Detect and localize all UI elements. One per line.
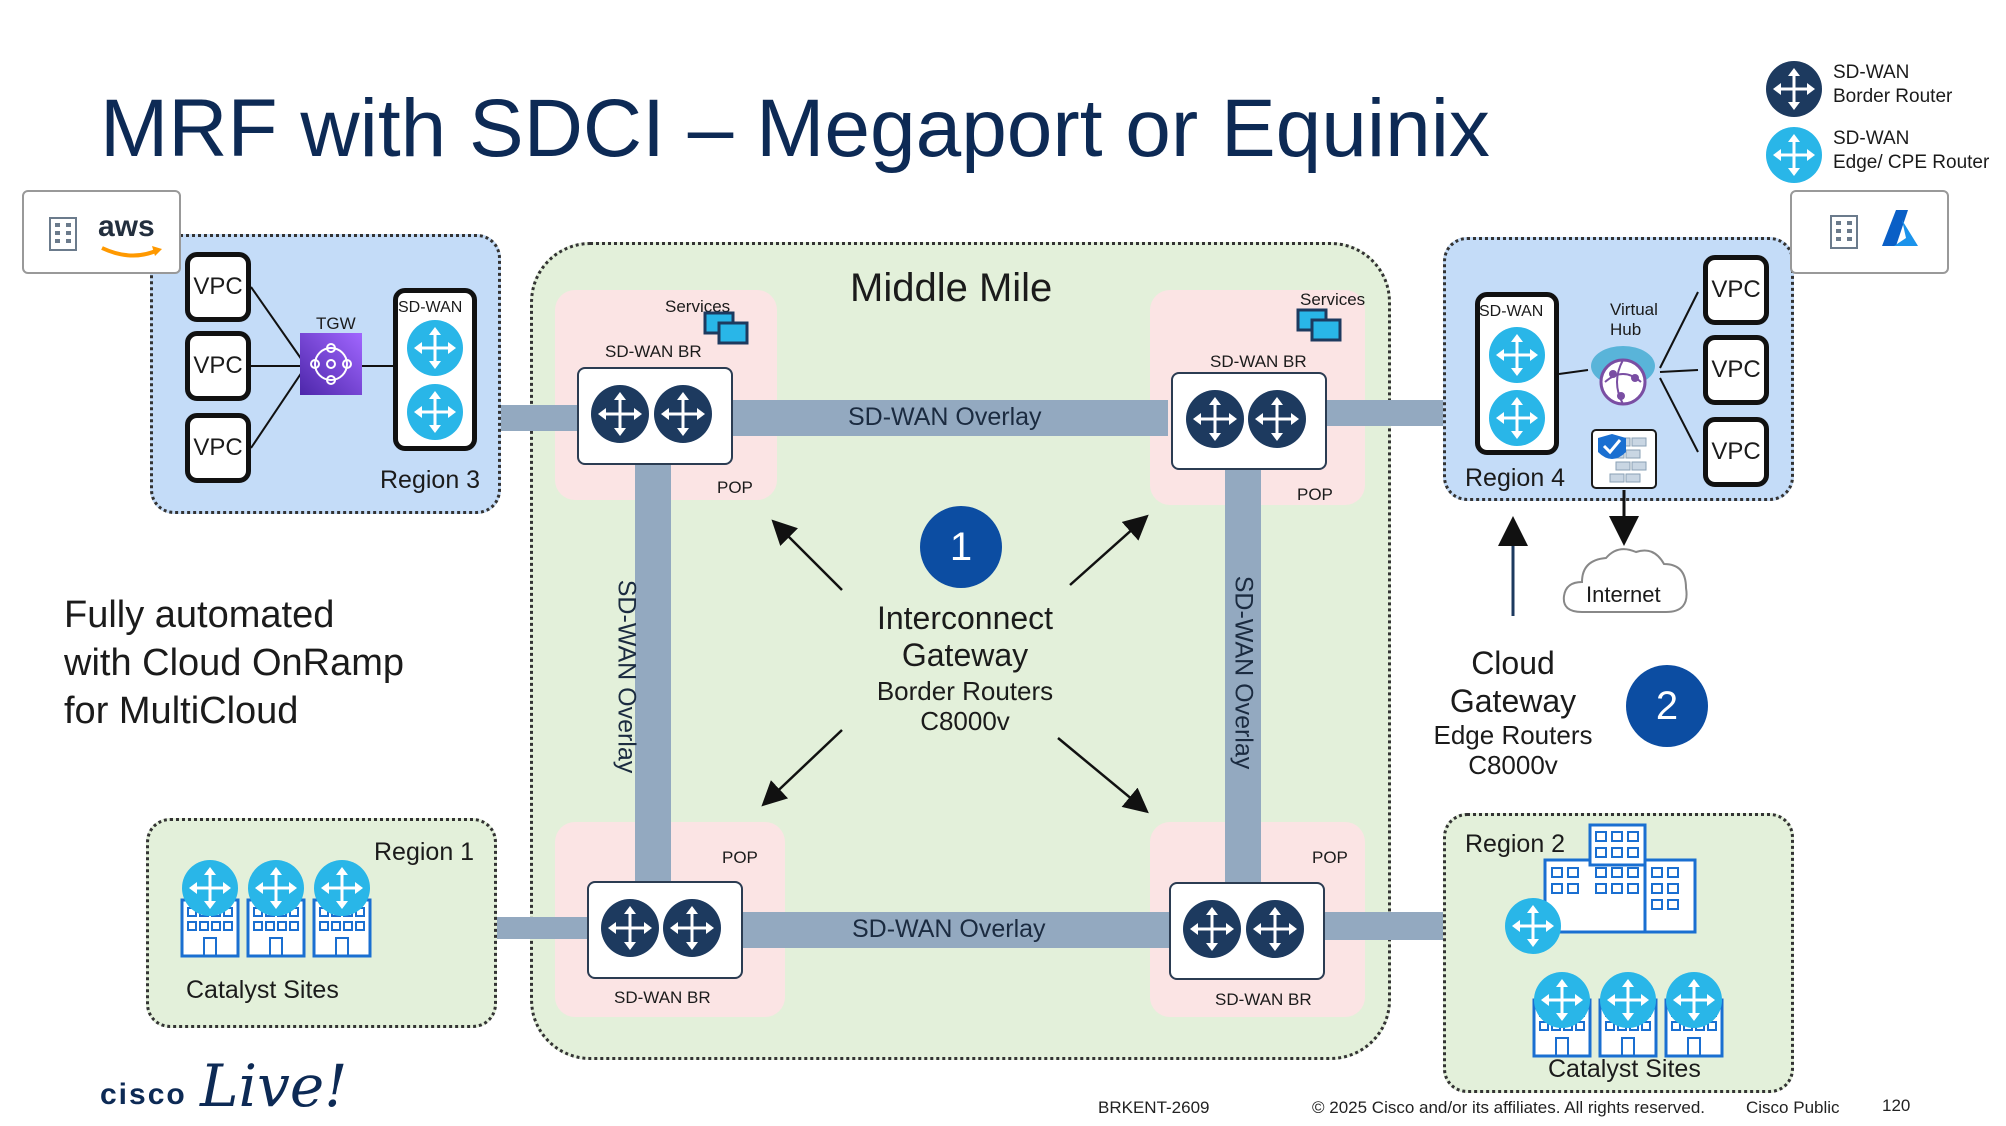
legend-edge-l2: Edge/ CPE Router — [1833, 152, 1990, 173]
br-label-br: SD-WAN BR — [1215, 990, 1312, 1009]
hub-l2: Hub — [1610, 320, 1642, 339]
building-icon — [49, 217, 77, 251]
building-icon — [1830, 215, 1858, 249]
sdwan-label-r4: SD-WAN — [1479, 303, 1544, 320]
classification: Cisco Public — [1746, 1098, 1840, 1117]
overlay-pipe-left — [635, 460, 671, 890]
region2-label: Region 2 — [1465, 830, 1566, 858]
services-icon-tr — [1296, 308, 1342, 342]
cloud-gw-l1: Cloud — [1471, 645, 1555, 681]
automation-l1: Fully automated — [64, 594, 335, 636]
vpc-r4-1[interactable]: VPC — [1703, 255, 1769, 325]
overlay-pipe-right — [1225, 465, 1261, 890]
cloud-gw-l2: Gateway — [1449, 683, 1577, 719]
region4-label: Region 4 — [1465, 464, 1566, 492]
pop-label-tl: POP — [717, 478, 753, 497]
tgw-label: TGW — [316, 314, 356, 333]
page-title: MRF with SDCI – Megaport or Equinix — [100, 83, 1490, 174]
azure-logo-icon — [1882, 210, 1918, 246]
legend: SD-WAN Border Router SD-WAN Edge/ CPE Ro… — [1765, 60, 2005, 185]
vpc-r3-2[interactable]: VPC — [185, 331, 251, 401]
gateway-l2: Gateway — [901, 637, 1029, 673]
copyright: © 2025 Cisco and/or its affiliates. All … — [1312, 1098, 1706, 1117]
vpc-r3-1[interactable]: VPC — [185, 252, 251, 322]
pop-label-tr: POP — [1297, 485, 1333, 504]
region2-sites-label: Catalyst Sites — [1548, 1055, 1701, 1083]
automation-l2: with Cloud OnRamp — [64, 642, 405, 684]
gateway-l3: Border Routers — [876, 676, 1054, 706]
overlay-pipe-top — [728, 400, 1168, 436]
sdwan-label-r3: SD-WAN — [398, 299, 463, 316]
vpc-r4-3[interactable]: VPC — [1703, 417, 1769, 487]
legend-border-l2: Border Router — [1833, 86, 1953, 107]
firewall-icon[interactable] — [1590, 428, 1658, 490]
services-label-tr: Services — [1300, 290, 1366, 309]
border-router-icon — [1766, 61, 1822, 117]
badge-1: 1 — [920, 506, 1002, 588]
region1-label: Region 1 — [374, 838, 475, 866]
gateway-l1: Interconnect — [876, 600, 1054, 636]
middle-mile-title: Middle Mile — [850, 266, 1053, 310]
azure-logo-card — [1790, 190, 1949, 274]
cloud-gw-l3: Edge Routers — [1433, 720, 1593, 750]
session-code: BRKENT-2609 — [1098, 1098, 1210, 1117]
internet-cloud-icon[interactable] — [1560, 542, 1692, 624]
vpc-r3-3[interactable]: VPC — [185, 413, 251, 483]
campus-building-icon — [1543, 823, 1697, 934]
region3-label: Region 3 — [380, 466, 481, 494]
vpc-r4-2[interactable]: VPC — [1703, 335, 1769, 405]
legend-border-l1: SD-WAN — [1833, 62, 1910, 83]
aws-logo: aws — [98, 210, 155, 243]
cisco-brand: cisco — [100, 1078, 187, 1111]
cloud-gw-l4: C8000v — [1468, 750, 1558, 780]
overlay-bottom-label: SD-WAN Overlay — [852, 915, 1046, 943]
aws-logo-card: aws — [22, 190, 181, 274]
services-label-tl: Services — [665, 297, 731, 316]
badge-2: 2 — [1626, 665, 1708, 747]
gateway-l4: C8000v — [920, 706, 1010, 736]
edge-router-icon — [1766, 127, 1822, 183]
region1-sites-label: Catalyst Sites — [186, 976, 339, 1004]
page-number: 120 — [1882, 1096, 1911, 1115]
cisco-live-script: Live! — [200, 1052, 348, 1120]
aws-smile-icon — [101, 246, 162, 258]
br-label-tr: SD-WAN BR — [1210, 352, 1307, 371]
automation-l3: for MultiCloud — [64, 690, 299, 732]
br-label-tl: SD-WAN BR — [605, 342, 702, 361]
overlay-top-label: SD-WAN Overlay — [848, 403, 1042, 431]
pop-label-br: POP — [1312, 848, 1348, 867]
legend-edge-l1: SD-WAN — [1833, 128, 1910, 149]
virtual-hub-icon[interactable] — [1583, 336, 1663, 416]
br-label-bl: SD-WAN BR — [614, 988, 711, 1007]
hub-l1: Virtual — [1610, 300, 1658, 319]
internet-label: Internet — [1586, 582, 1661, 607]
tgw-icon[interactable] — [300, 333, 362, 395]
overlay-pipe-bottom — [738, 912, 1178, 948]
pop-label-bl: POP — [722, 848, 758, 867]
services-icon-tl — [703, 311, 749, 345]
